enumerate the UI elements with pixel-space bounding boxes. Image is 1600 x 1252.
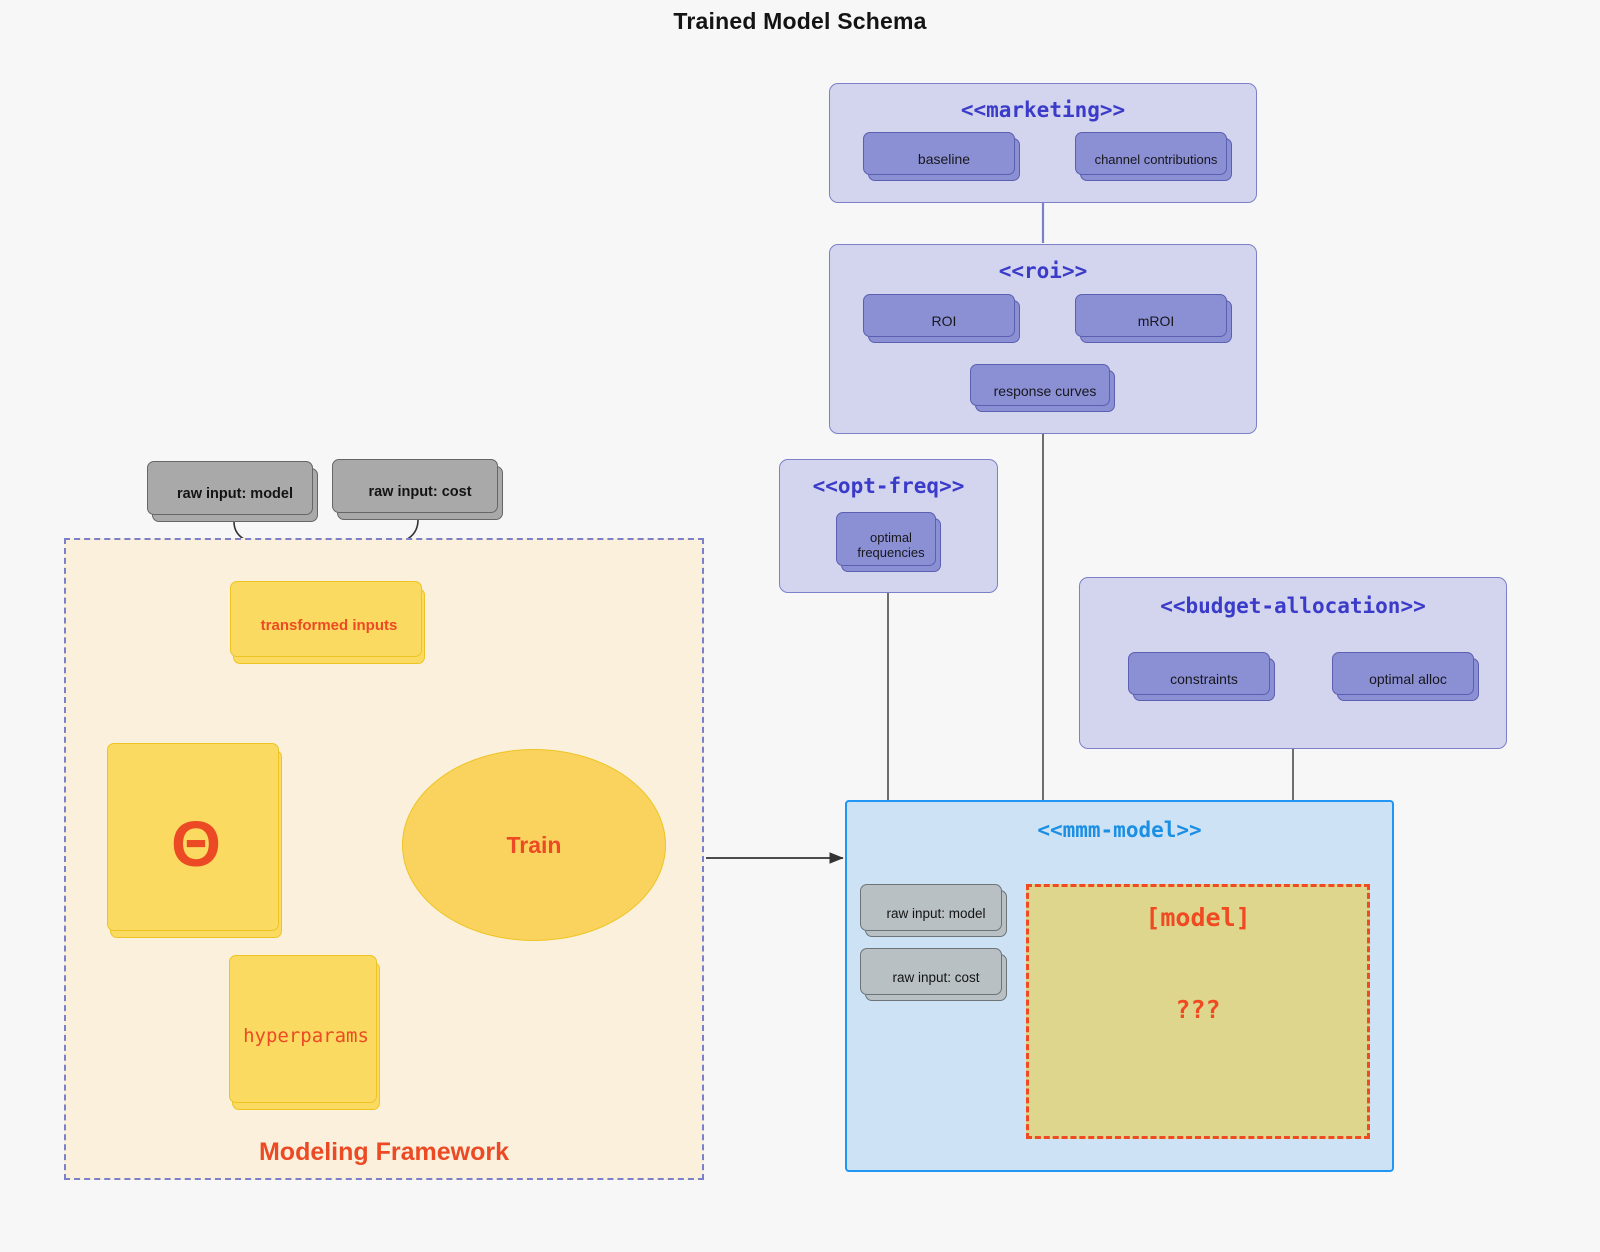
package-title-budget-allocation: <<budget-allocation>> (1160, 594, 1426, 618)
roi-node[interactable]: ROI (863, 294, 1020, 343)
node-stack-shadow (860, 884, 1002, 931)
node-stack-shadow (147, 461, 313, 515)
modeling-framework-label: Modeling Framework (258, 1138, 510, 1166)
node-stack-shadow (229, 955, 377, 1103)
hyperparams-node[interactable]: hyperparams (229, 955, 380, 1110)
node-label: response curves (993, 382, 1097, 399)
transformed-inputs-node[interactable]: transformed inputs (230, 581, 425, 664)
node-label: channel contributions (1094, 151, 1218, 167)
model-placeholder-label: [model] (1145, 903, 1251, 932)
node-stack-shadow (860, 948, 1002, 995)
node-stack-shadow (230, 581, 422, 657)
package-title-mmm-model: <<mmm-model>> (1037, 818, 1202, 842)
raw-input-cost-node[interactable]: raw input: cost (332, 459, 503, 520)
train-activity-node[interactable]: Train (402, 749, 666, 941)
mroi-node[interactable]: mROI (1075, 294, 1232, 343)
node-stack-shadow (1075, 132, 1227, 175)
constraints-node[interactable]: constraints (1128, 652, 1275, 701)
node-label: raw input: cost (368, 484, 472, 501)
model-placeholder-box[interactable]: [model] ??? (1026, 884, 1370, 1139)
node-stack-shadow (107, 743, 279, 931)
node-label: raw input: model (177, 486, 293, 503)
node-label: optimal alloc (1369, 671, 1447, 688)
response-curves-node[interactable]: response curves (970, 364, 1115, 412)
node-label: Train (506, 831, 562, 858)
node-label: raw input: model (886, 905, 986, 921)
channel-contributions-node[interactable]: channel contributions (1075, 132, 1232, 181)
node-label: constraints (1170, 671, 1238, 688)
mmm-raw-input-cost-node[interactable]: raw input: cost (860, 948, 1007, 1001)
mmm-raw-input-model-node[interactable]: raw input: model (860, 884, 1007, 937)
node-label: mROI (1137, 313, 1175, 330)
node-label: optimal frequencies (857, 529, 925, 560)
theta-symbol: Θ (171, 808, 221, 880)
baseline-node[interactable]: baseline (863, 132, 1020, 181)
node-label: raw input: cost (892, 969, 980, 985)
node-label: hyperparams (243, 1024, 369, 1047)
node-stack-shadow (1128, 652, 1270, 695)
raw-input-model-node[interactable]: raw input: model (147, 461, 318, 522)
node-label: ROI (931, 313, 957, 330)
node-stack-shadow (970, 364, 1110, 406)
optimal-frequencies-node[interactable]: optimal frequencies (836, 512, 941, 572)
node-stack-shadow (863, 294, 1015, 337)
page-title: Trained Model Schema (673, 8, 927, 34)
node-stack-shadow (863, 132, 1015, 175)
theta-node[interactable]: Θ (107, 743, 282, 938)
package-title-marketing: <<marketing>> (960, 98, 1126, 122)
node-stack-shadow (332, 459, 498, 513)
node-stack-shadow (1332, 652, 1474, 695)
node-stack-shadow (1075, 294, 1227, 337)
node-stack-shadow (836, 512, 936, 566)
package-title-roi: <<roi>> (998, 259, 1088, 283)
node-label: transformed inputs (260, 617, 398, 635)
node-label: baseline (917, 151, 971, 168)
package-title-opt-freq: <<opt-freq>> (812, 474, 965, 498)
model-unknown-label: ??? (1175, 995, 1221, 1024)
optimal-alloc-node[interactable]: optimal alloc (1332, 652, 1479, 701)
